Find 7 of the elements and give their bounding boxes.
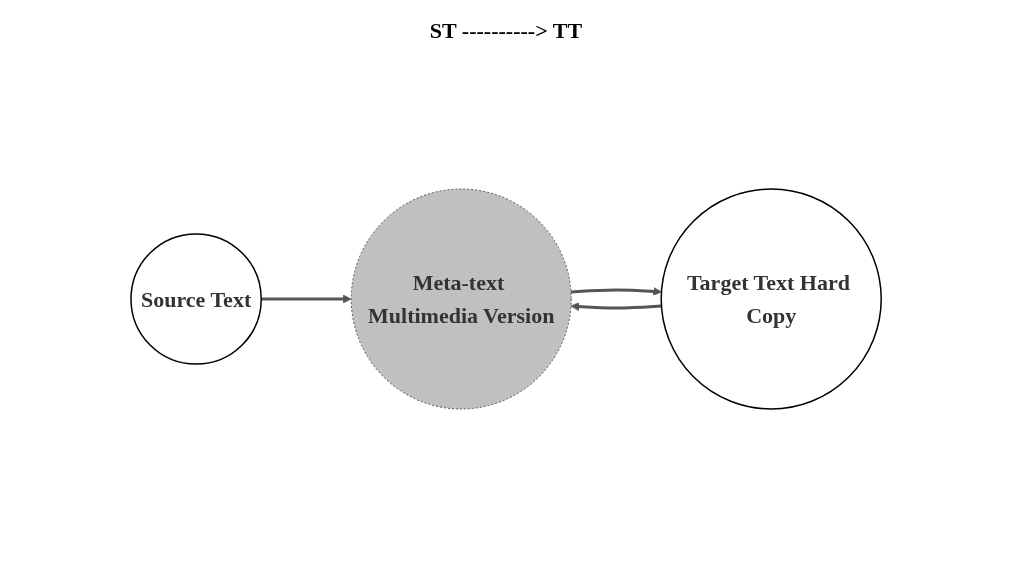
node-circle: Target Text Hard Copy <box>660 188 882 410</box>
arrow <box>570 302 662 311</box>
diagram-title: ST ----------> TT <box>428 18 584 44</box>
arrow <box>570 287 662 296</box>
node-circle: Meta-text Multimedia Version <box>350 188 572 410</box>
node-circle: Source Text <box>130 233 262 365</box>
arrow <box>261 294 352 304</box>
